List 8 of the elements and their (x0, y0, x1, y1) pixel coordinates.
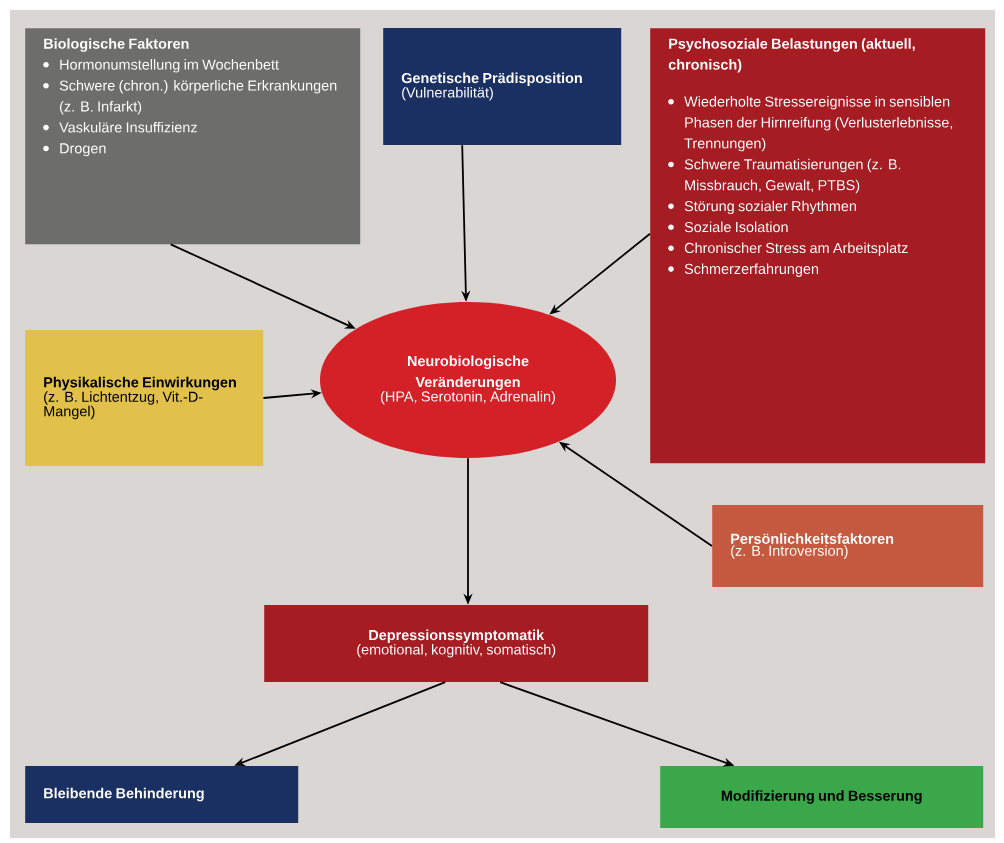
factor-box: Psychosoziale Belastungen (aktuell, chronisch) Wiederholte Stressereignisse in sensiblen Phasen der Hirnreifung (Verlusterlebnisse, Trennungen) Schwere Traumatisierungen (z. B. Missbrauch, Gewalt, PTBS) Störung sozialer Rhythmen Soziale Isolation Chronischer Stress am Arbeitsplatz Schmerzerfahrungen (650, 28, 986, 464)
factor-box: Genetische Prädisposition (Vulnerabilität) (383, 28, 622, 145)
factor-box: Modifizierung und Besserung (660, 766, 984, 828)
factor-box: Physikalische Einwirkungen (z. B. Lichtentzug, Vit.-D-Mangel) (25, 330, 264, 466)
factor-box: Biologische Faktoren Hormonumstellung im Wochenbett Schwere (chron.) körperliche Erkrankungen (z. B. Infarkt) Vaskuläre Insuffizienz Drogen (25, 28, 361, 245)
factor-box: Depressionssymptomatik (emotional, kognitiv, somatisch) (264, 605, 649, 682)
factor-box: Persönlichkeitsfaktoren (z. B. Introversion) (712, 505, 984, 587)
factor-box: Bleibende Behinderung (25, 766, 299, 823)
